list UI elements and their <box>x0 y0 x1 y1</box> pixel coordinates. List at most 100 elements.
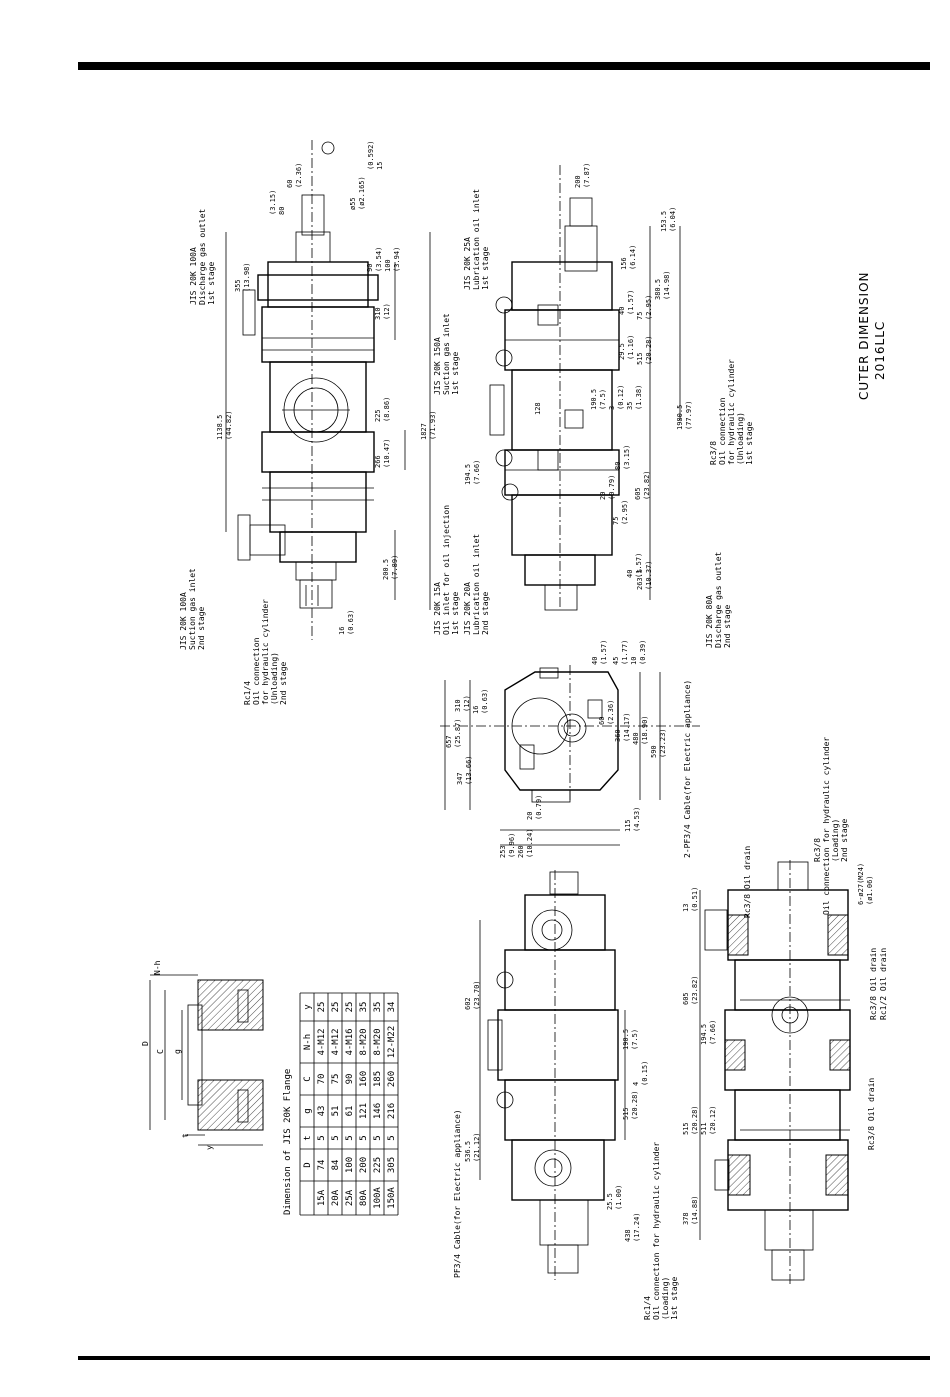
dim-0-63-ev: (0.63) <box>481 689 489 714</box>
dim-2-95-a: (2.95) <box>645 295 653 320</box>
label-150a: JIS 20K 150A <box>433 337 442 395</box>
dim-515-c: 515 <box>682 1122 690 1135</box>
dim-23-23-ev: (23.23) <box>659 728 667 758</box>
dim-45-ev: 45 <box>612 657 620 665</box>
table-cell: 70 <box>317 1074 327 1085</box>
dim-1-38: (1.38) <box>635 385 643 410</box>
label-25a: JIS 20K 25A <box>463 237 472 290</box>
dim-6-phi27: 6-ø27(M24) <box>857 863 865 905</box>
dim-20-28-a: (20.28) <box>645 335 653 365</box>
dim-438: 438 <box>624 1229 632 1242</box>
dim-100: 100 <box>384 259 392 272</box>
table-cell: 150A <box>387 1187 397 1209</box>
dim-80-b: 80 <box>614 462 622 470</box>
dim-13-98: (13.98) <box>243 262 251 292</box>
table-cell: 5 <box>359 1135 369 1140</box>
bottom-rule <box>78 1356 930 1360</box>
table-cell: 80A <box>359 1189 369 1206</box>
dim-20: 20 <box>599 492 607 500</box>
table-cell: 5 <box>345 1135 355 1140</box>
label-loading-bottom-stage: 2nd stage <box>840 818 849 862</box>
dim-7-5-a: (7.5) <box>599 389 607 410</box>
dim-310-ev: 310 <box>454 699 462 712</box>
bottom-view <box>489 165 681 611</box>
dim-6-04: (6.04) <box>669 207 677 232</box>
table-cell: 121 <box>359 1103 369 1119</box>
dim-1138-5: 1138.5 <box>216 415 224 440</box>
dim-phi2-165: (ø2.165) <box>358 176 366 210</box>
dim-480-ev: 480 <box>632 732 640 745</box>
dim-8-86: (8.86) <box>383 397 391 422</box>
label-oil-conn-bv: Oil connection <box>718 397 727 465</box>
table-cell: 20A <box>331 1189 341 1206</box>
label-oil-connection: Oil connection <box>252 637 261 705</box>
label-rc14-loading: Rc1/4 <box>643 1296 652 1320</box>
table-cell: 185 <box>373 1071 383 1087</box>
side-view-top <box>479 870 626 1280</box>
flange-table-cells: DtgCN-hy15A74543704-M122520A84551754-M12… <box>303 1002 397 1209</box>
dim-2-36: (2.36) <box>295 163 303 188</box>
dim-60: 60 <box>286 180 294 188</box>
dim-16-ev: 16 <box>472 706 480 714</box>
label-suction-stage: 2nd stage <box>197 606 206 650</box>
table-cell: 100 <box>345 1157 355 1173</box>
label-pf34-cable: PF3/4 Cable(for Electric appliance) <box>453 1109 462 1278</box>
dim-17-24: (17.24) <box>633 1212 641 1242</box>
dim-115-ev: 115 <box>624 819 632 832</box>
label-oil-conn-bottom: Oil connection for hydraulic cylinder <box>822 737 831 915</box>
top-view <box>225 140 431 640</box>
table-header-cell: C <box>303 1076 313 1081</box>
dim-266: 266 <box>374 455 382 468</box>
dim-605-a: 605 <box>634 487 642 500</box>
dim-0-39-ev: (0.39) <box>639 640 647 665</box>
dim-380-5: 380.5 <box>654 279 662 300</box>
dim-7-66-a: (7.66) <box>473 460 481 485</box>
label-oil-conn-loading: Oil connection for hydraulic cylinder <box>652 1142 661 1320</box>
dim-253-ev: 253 <box>499 845 507 858</box>
label-rc38-b: Rc3/8 <box>813 838 822 862</box>
label-rc38-oil-drain-c: Rc3/8 Oil drain <box>869 948 878 1020</box>
table-cell: 5 <box>331 1135 341 1140</box>
label-20a: JIS 20K 20A <box>463 582 472 635</box>
label-discharge-stage: 1st stage <box>207 261 216 305</box>
flange-nh-label: N-h <box>153 960 162 975</box>
flange-table-grid <box>299 992 399 1216</box>
dim-515-b: 515 <box>622 1107 630 1120</box>
dim-153-5: 153.5 <box>660 211 668 232</box>
label-rc12-oil-drain: Rc1/2 Oil drain <box>879 948 888 1020</box>
flange-y-label: y <box>205 1145 214 1150</box>
table-cell: 74 <box>317 1160 327 1171</box>
flange-table-title: Dimension of JIS 20K Flange <box>283 1069 293 1215</box>
label-discharge-gas-outlet: Discharge gas outlet <box>198 208 207 305</box>
table-cell: 75 <box>331 1074 341 1085</box>
table-cell: 51 <box>331 1106 341 1117</box>
dim-0-63: (0.63) <box>347 610 355 635</box>
drawing-model: 2016LLC <box>873 321 887 380</box>
label-discharge-outlet-2: Discharge gas outlet <box>714 551 723 648</box>
title-block: CUTER DIMENSION 2016LLC <box>857 272 887 401</box>
dim-225: 225 <box>374 409 382 422</box>
dim-511: 511 <box>700 1122 708 1135</box>
dim-12-ev: (12) <box>463 695 471 712</box>
table-cell: 90 <box>345 1074 355 1085</box>
dim-3: 3 <box>608 406 616 410</box>
label-100a-suction: JIS 20K 100A <box>179 592 188 650</box>
dim-77-97: (77.97) <box>685 400 693 430</box>
dim-3-15: (3.15) <box>269 190 277 215</box>
dim-360-ev: 360 <box>614 729 622 742</box>
dim-80: 80 <box>278 207 286 215</box>
dim-44-82: (44.82) <box>225 410 233 440</box>
dim-1980-5: 1980.5 <box>676 405 684 430</box>
dim-71-93: (71.93) <box>429 410 437 440</box>
table-cell: 5 <box>387 1135 397 1140</box>
dim-7-5-b: (7.5) <box>631 1029 639 1050</box>
label-rc14: Rc1/4 <box>243 681 252 705</box>
label-loading-bottom: (Loading) <box>831 819 840 862</box>
dim-194-5-b: 194.5 <box>700 1024 708 1045</box>
table-cell: 4-M12 <box>331 1028 341 1055</box>
side-view-bottom-labels: Rc3/8 Oil drain Rc3/8 Oil connection for… <box>682 737 888 1225</box>
label-hydraulic-cylinder: for hydraulic cylinder <box>261 599 270 705</box>
table-header-cell: N-h <box>303 1034 313 1050</box>
label-15a: JIS 20K 15A <box>433 582 442 635</box>
flange-c-label: C <box>156 1049 165 1054</box>
